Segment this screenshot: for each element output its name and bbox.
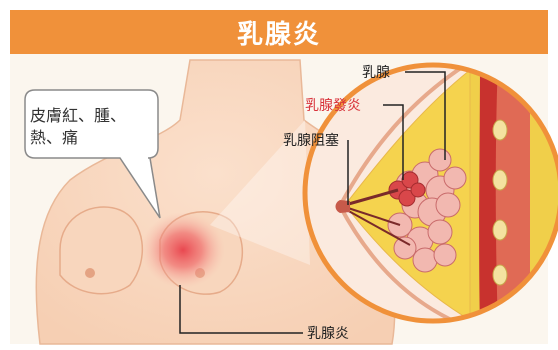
left-nipple [85, 268, 95, 278]
label-bottom-mastitis: 乳腺炎 [307, 323, 349, 343]
callout-text: 皮膚紅、腫、熱、痛 [30, 105, 155, 149]
label-mammary-gland: 乳腺 [362, 62, 390, 82]
label-mastitis-red: 乳腺發炎 [305, 95, 361, 115]
label-duct-blockage: 乳腺阻塞 [283, 130, 339, 150]
